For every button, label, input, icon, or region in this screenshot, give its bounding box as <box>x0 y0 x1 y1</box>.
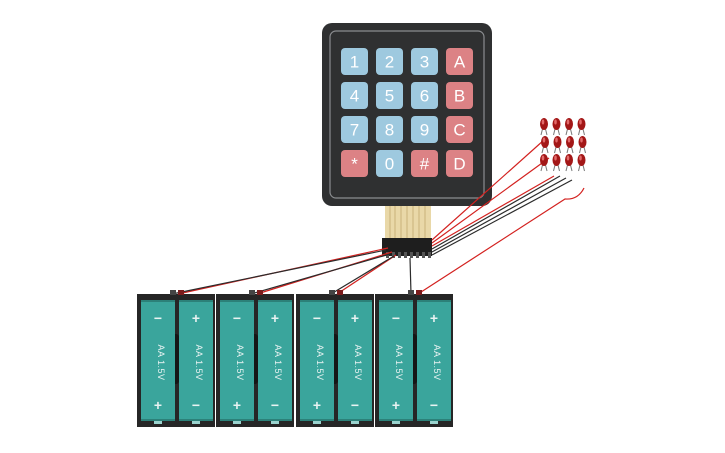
wire <box>171 249 387 295</box>
battery-label: AA 1.5V <box>432 344 442 380</box>
key-label: 6 <box>420 87 429 106</box>
battery-pack-4[interactable]: AA 1.5V − + AA 1.5V + − <box>375 290 453 427</box>
key-b[interactable]: B <box>446 82 473 109</box>
battery-label: AA 1.5V <box>156 344 166 380</box>
plus-terminal-sign: + <box>192 310 200 326</box>
key-label: 1 <box>350 53 359 72</box>
key-d[interactable]: D <box>446 150 473 177</box>
wire <box>431 179 573 256</box>
wire <box>431 157 550 244</box>
minus-terminal-sign: − <box>430 397 438 413</box>
key-label: C <box>453 121 465 140</box>
battery-label: AA 1.5V <box>394 344 404 380</box>
battery-label: AA 1.5V <box>235 344 245 380</box>
plus-terminal-sign: + <box>430 310 438 326</box>
aa-battery-cell: AA 1.5V + − <box>258 300 292 424</box>
aa-battery-cell: AA 1.5V + − <box>417 300 451 424</box>
key-9[interactable]: 9 <box>411 116 438 143</box>
key-label: 4 <box>350 87 359 106</box>
key-label: 0 <box>385 155 394 174</box>
led <box>552 118 561 136</box>
aa-battery-cell: AA 1.5V + − <box>179 300 213 424</box>
minus-terminal-sign: − <box>192 397 200 413</box>
key-1[interactable]: 1 <box>341 48 368 75</box>
key-label: 2 <box>385 53 394 72</box>
key-label: # <box>420 155 430 174</box>
wire <box>431 175 555 247</box>
key-label: 9 <box>420 121 429 140</box>
plus-terminal-sign: + <box>351 310 359 326</box>
led <box>540 154 548 172</box>
key-label: A <box>454 53 466 72</box>
membrane-keypad[interactable]: 1 2 3 A 4 5 6 B 7 8 9 C * 0 # D <box>322 23 492 206</box>
key-label: D <box>453 155 465 174</box>
key-label: 3 <box>420 53 429 72</box>
minus-terminal-sign: − <box>233 310 241 326</box>
key-2[interactable]: 2 <box>376 48 403 75</box>
plus-terminal-sign: + <box>313 397 321 413</box>
led <box>577 118 586 136</box>
wire <box>250 253 391 295</box>
keypad-header-connector <box>382 238 432 258</box>
key-label: 5 <box>385 87 394 106</box>
key-star[interactable]: * <box>341 150 368 177</box>
wire <box>330 255 395 295</box>
key-5[interactable]: 5 <box>376 82 403 109</box>
led <box>566 136 574 154</box>
wire <box>409 257 412 295</box>
key-c[interactable]: C <box>446 116 473 143</box>
wires <box>171 139 585 295</box>
plus-terminal-sign: + <box>233 397 241 413</box>
key-label: 8 <box>385 121 394 140</box>
led <box>541 136 549 154</box>
wire <box>336 254 397 295</box>
battery-label: AA 1.5V <box>353 344 363 380</box>
key-3[interactable]: 3 <box>411 48 438 75</box>
wire <box>431 177 567 253</box>
battery-pack-2[interactable]: AA 1.5V − + AA 1.5V + − <box>216 290 294 427</box>
key-6[interactable]: 6 <box>411 82 438 109</box>
key-0[interactable]: 0 <box>376 150 403 177</box>
key-a[interactable]: A <box>446 48 473 75</box>
battery-label: AA 1.5V <box>194 344 204 380</box>
plus-terminal-sign: + <box>154 397 162 413</box>
battery-pack-1[interactable]: AA 1.5V − + AA 1.5V + − <box>137 290 215 427</box>
battery-label: AA 1.5V <box>315 344 325 380</box>
led <box>578 136 587 154</box>
aa-battery-cell: AA 1.5V + − <box>338 300 372 424</box>
led <box>540 118 548 136</box>
led-array <box>540 118 587 172</box>
keypad-ribbon-cable <box>385 206 431 238</box>
wire <box>431 175 561 250</box>
plus-terminal-sign: + <box>271 310 279 326</box>
led <box>577 154 586 172</box>
battery-label: AA 1.5V <box>273 344 283 380</box>
key-label: 7 <box>350 121 359 140</box>
battery-pack-3[interactable]: AA 1.5V − + AA 1.5V + − <box>296 290 374 427</box>
led <box>552 154 561 172</box>
key-7[interactable]: 7 <box>341 116 368 143</box>
key-label: B <box>454 87 465 106</box>
minus-terminal-sign: − <box>392 310 400 326</box>
aa-battery-cell: AA 1.5V − + <box>300 300 334 424</box>
key-8[interactable]: 8 <box>376 116 403 143</box>
aa-battery-cell: AA 1.5V − + <box>379 300 413 424</box>
minus-terminal-sign: − <box>351 397 359 413</box>
wire <box>431 139 545 241</box>
led <box>553 136 562 154</box>
minus-terminal-sign: − <box>271 397 279 413</box>
led <box>565 154 573 172</box>
aa-battery-cell: AA 1.5V − + <box>141 300 175 424</box>
key-4[interactable]: 4 <box>341 82 368 109</box>
plus-terminal-sign: + <box>392 397 400 413</box>
minus-terminal-sign: − <box>313 310 321 326</box>
key-hash[interactable]: # <box>411 150 438 177</box>
aa-battery-cell: AA 1.5V − + <box>220 300 254 424</box>
minus-terminal-sign: − <box>154 310 162 326</box>
led <box>565 118 573 136</box>
key-label: * <box>351 155 358 174</box>
wire <box>417 187 585 295</box>
